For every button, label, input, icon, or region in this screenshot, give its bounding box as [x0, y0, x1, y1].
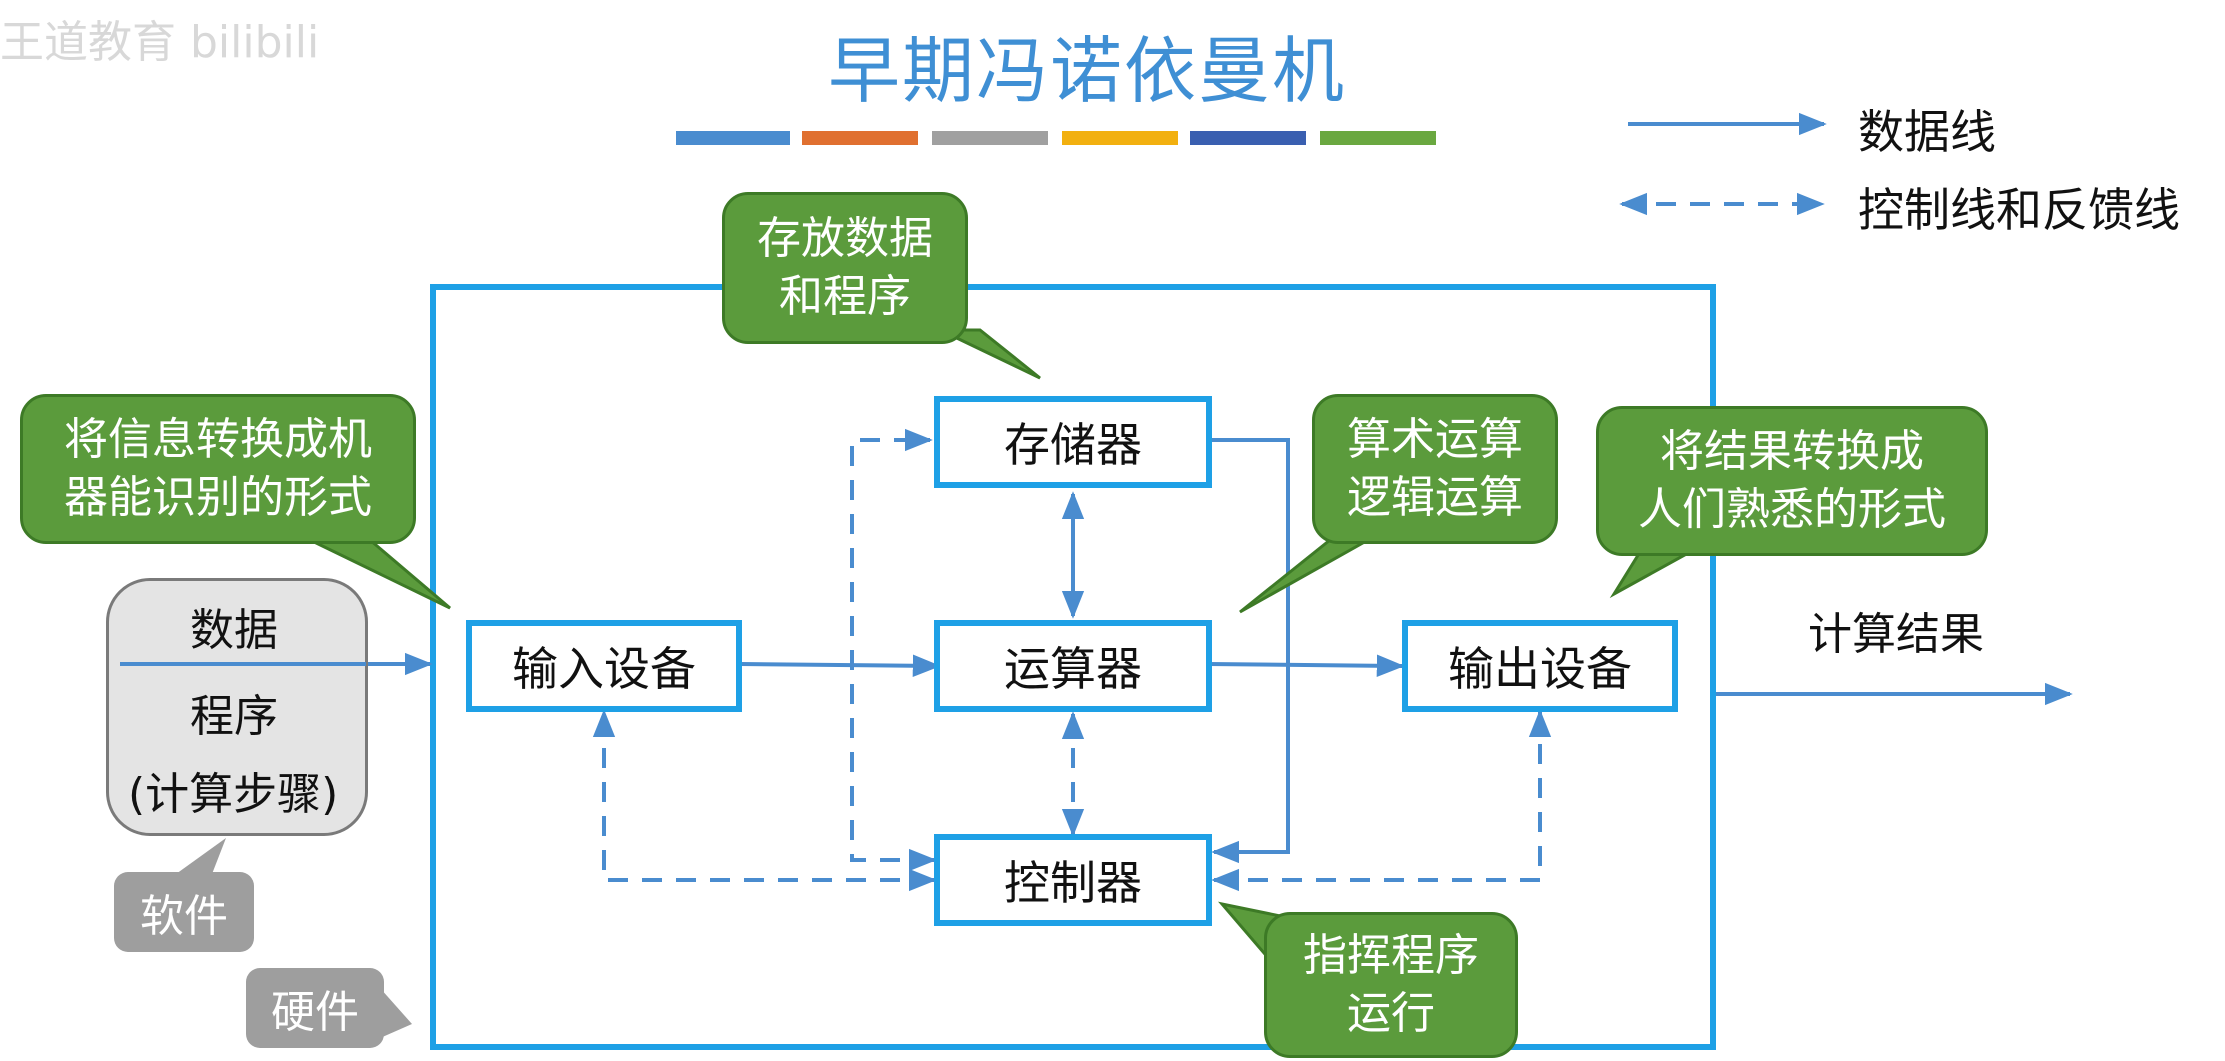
- title-stripe-4: [1062, 131, 1178, 145]
- output-callout: 将结果转换成 人们熟悉的形式: [1596, 406, 1988, 556]
- alu-callout-line1: 算术运算: [1347, 414, 1523, 465]
- memory-box: 存储器: [934, 396, 1212, 488]
- memory-callout-line2: 和程序: [779, 271, 911, 322]
- input-data-line3: (计算步骤): [128, 769, 339, 820]
- title-stripe-1: [676, 131, 790, 145]
- output-device-label: 输出设备: [1448, 642, 1632, 696]
- input-data-line2: 程序: [190, 691, 278, 742]
- watermark: 王道教育 bilibili: [0, 17, 320, 68]
- legend-control-line-label: 控制线和反馈线: [1858, 183, 2180, 237]
- input-device-box: 输入设备: [466, 620, 742, 712]
- input-device-label: 输入设备: [512, 642, 696, 696]
- output-callout-line2: 人们熟悉的形式: [1638, 484, 1946, 535]
- input-callout-line1: 将信息转换成机: [64, 414, 372, 465]
- output-result-label: 计算结果: [1808, 609, 1984, 660]
- output-callout-line1: 将结果转换成: [1660, 426, 1924, 477]
- memory-callout: 存放数据 和程序: [722, 192, 968, 344]
- tail-hardware-callout: [380, 988, 412, 1038]
- input-data-line1: 数据: [190, 605, 278, 656]
- dashed-controller-output: [1211, 709, 1552, 892]
- arrow-alu-to-output: [1207, 654, 1405, 677]
- alu-callout: 算术运算 逻辑运算: [1312, 394, 1558, 544]
- software-label: 软件: [140, 891, 228, 942]
- legend-data-line-label: 数据线: [1858, 105, 1996, 159]
- title-text: 早期冯诺依曼机: [828, 29, 1347, 113]
- controller-callout-line2: 运行: [1347, 988, 1435, 1039]
- input-data-box: [106, 578, 368, 836]
- title-stripe-6: [1320, 131, 1436, 145]
- hardware-label: 硬件: [271, 987, 359, 1038]
- title-stripe-3: [932, 131, 1048, 145]
- hardware-callout: 硬件: [246, 968, 384, 1048]
- software-callout: 软件: [114, 872, 254, 952]
- memory-label: 存储器: [1004, 418, 1142, 472]
- controller-label: 控制器: [1004, 856, 1142, 910]
- title-stripe-2: [802, 131, 918, 145]
- hardware-frame: [430, 284, 1716, 1050]
- alu-callout-line2: 逻辑运算: [1347, 472, 1523, 523]
- input-callout-line2: 器能识别的形式: [64, 472, 372, 523]
- input-callout: 将信息转换成机 器能识别的形式: [20, 394, 416, 544]
- alu-box: 运算器: [934, 620, 1212, 712]
- alu-label: 运算器: [1004, 642, 1142, 696]
- controller-callout: 指挥程序 运行: [1264, 912, 1518, 1058]
- tail-software-callout: [176, 838, 226, 874]
- output-device-box: 输出设备: [1402, 620, 1678, 712]
- memory-callout-line1: 存放数据: [757, 213, 933, 264]
- dashed-controller-input: [592, 709, 937, 892]
- title-stripe-5: [1190, 131, 1306, 145]
- controller-box: 控制器: [934, 834, 1212, 926]
- controller-callout-line1: 指挥程序: [1303, 930, 1479, 981]
